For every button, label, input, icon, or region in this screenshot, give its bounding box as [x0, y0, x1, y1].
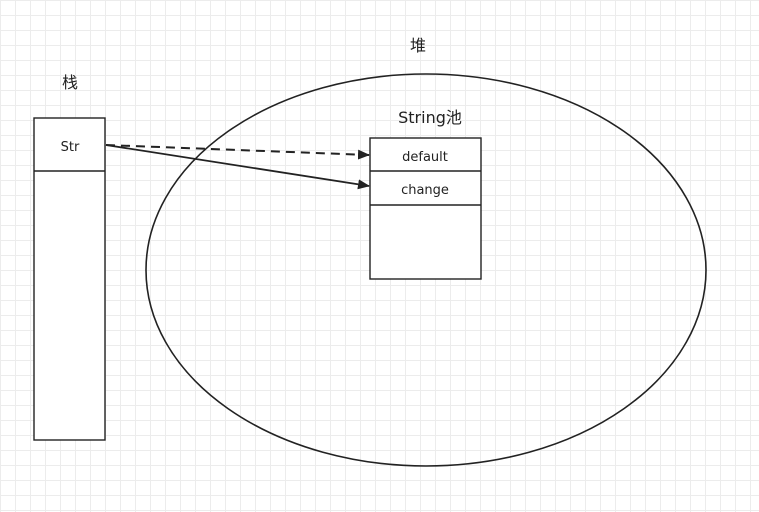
- solid-reference-arrow: [105, 144, 370, 190]
- heap-title: 堆: [410, 36, 426, 55]
- pool-entry-default: default: [402, 150, 448, 165]
- pool-entry-change: change: [401, 183, 449, 198]
- stack-title: 栈: [62, 73, 78, 92]
- string-pool-box: [369, 137, 482, 280]
- stack-variable-str: Str: [61, 140, 80, 155]
- dashed-reference-arrow: [105, 144, 370, 160]
- string-pool-title: String池: [398, 108, 462, 127]
- heap-region: [145, 73, 707, 467]
- stack-frame: [33, 117, 106, 441]
